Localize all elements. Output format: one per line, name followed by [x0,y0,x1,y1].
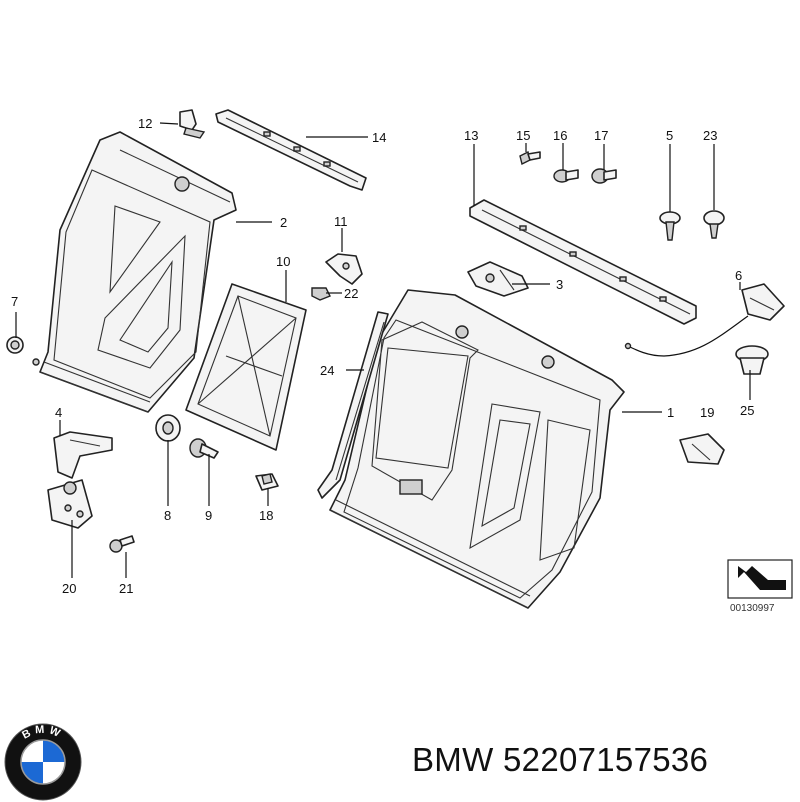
part-6-cable-lock [624,283,785,357]
callout-20: 20 [62,581,76,596]
part-16-screw [553,169,579,183]
callout-22: 22 [344,286,358,301]
callout-12: 12 [138,116,152,131]
part-21-bolt [109,535,135,553]
diagram-id: 00130997 [730,603,775,614]
part-23-push-clip [703,210,725,239]
callout-1: 1 [667,405,674,420]
callout-18: 18 [259,508,273,523]
callout-16: 16 [553,128,567,143]
part-3-bracket [467,261,529,297]
part-18-clip [255,473,279,491]
callout-21: 21 [119,581,133,596]
callout-24: 24 [320,363,334,378]
part-9-bolt [189,438,219,459]
part-19-clip [679,433,725,465]
part-24-strip [317,311,389,499]
part-8-washer [155,414,181,442]
callout-19: 19 [700,405,714,420]
part-13-long-bar [469,199,697,325]
part-1-right-backrest-frame [329,289,625,609]
callout-15: 15 [516,128,530,143]
callout-3: 3 [556,277,563,292]
callout-7: 7 [11,294,18,309]
callout-4: 4 [55,405,62,420]
callout-5: 5 [666,128,673,143]
part-2-left-backrest-frame [32,131,237,413]
part-22-clip [311,287,331,301]
callout-2: 2 [280,215,287,230]
part-15-screw [519,150,541,166]
part-4-bracket [53,431,113,479]
part-5-push-clip [659,211,681,241]
callout-25: 25 [740,403,754,418]
part-14-upper-bar [215,109,367,191]
callout-6: 6 [735,268,742,283]
part-25-clip [735,345,769,375]
bmw-roundel-logo: BMW [4,723,82,801]
part-7-cap [6,336,24,354]
part-10-rectangular-frame [185,283,307,451]
direction-arrow-box: 00130997 [727,559,793,614]
brand-part-title: BMW 52207157536 [412,741,709,778]
leader-lines [15,122,751,578]
part-11-latch [325,253,363,285]
callout-13: 13 [464,128,478,143]
callout-11: 11 [334,214,348,229]
callout-9: 9 [205,508,212,523]
arrow-icon [738,566,786,590]
part-17-screw [591,168,617,184]
part-12-clip [179,109,206,139]
callout-23: 23 [703,128,717,143]
callout-10: 10 [276,254,290,269]
callout-labels: 12 14 2 11 10 22 7 24 3 13 15 16 17 5 23… [11,116,754,596]
part-20-hinge [47,479,93,529]
callout-14: 14 [372,130,386,145]
callout-8: 8 [164,508,171,523]
callout-17: 17 [594,128,608,143]
